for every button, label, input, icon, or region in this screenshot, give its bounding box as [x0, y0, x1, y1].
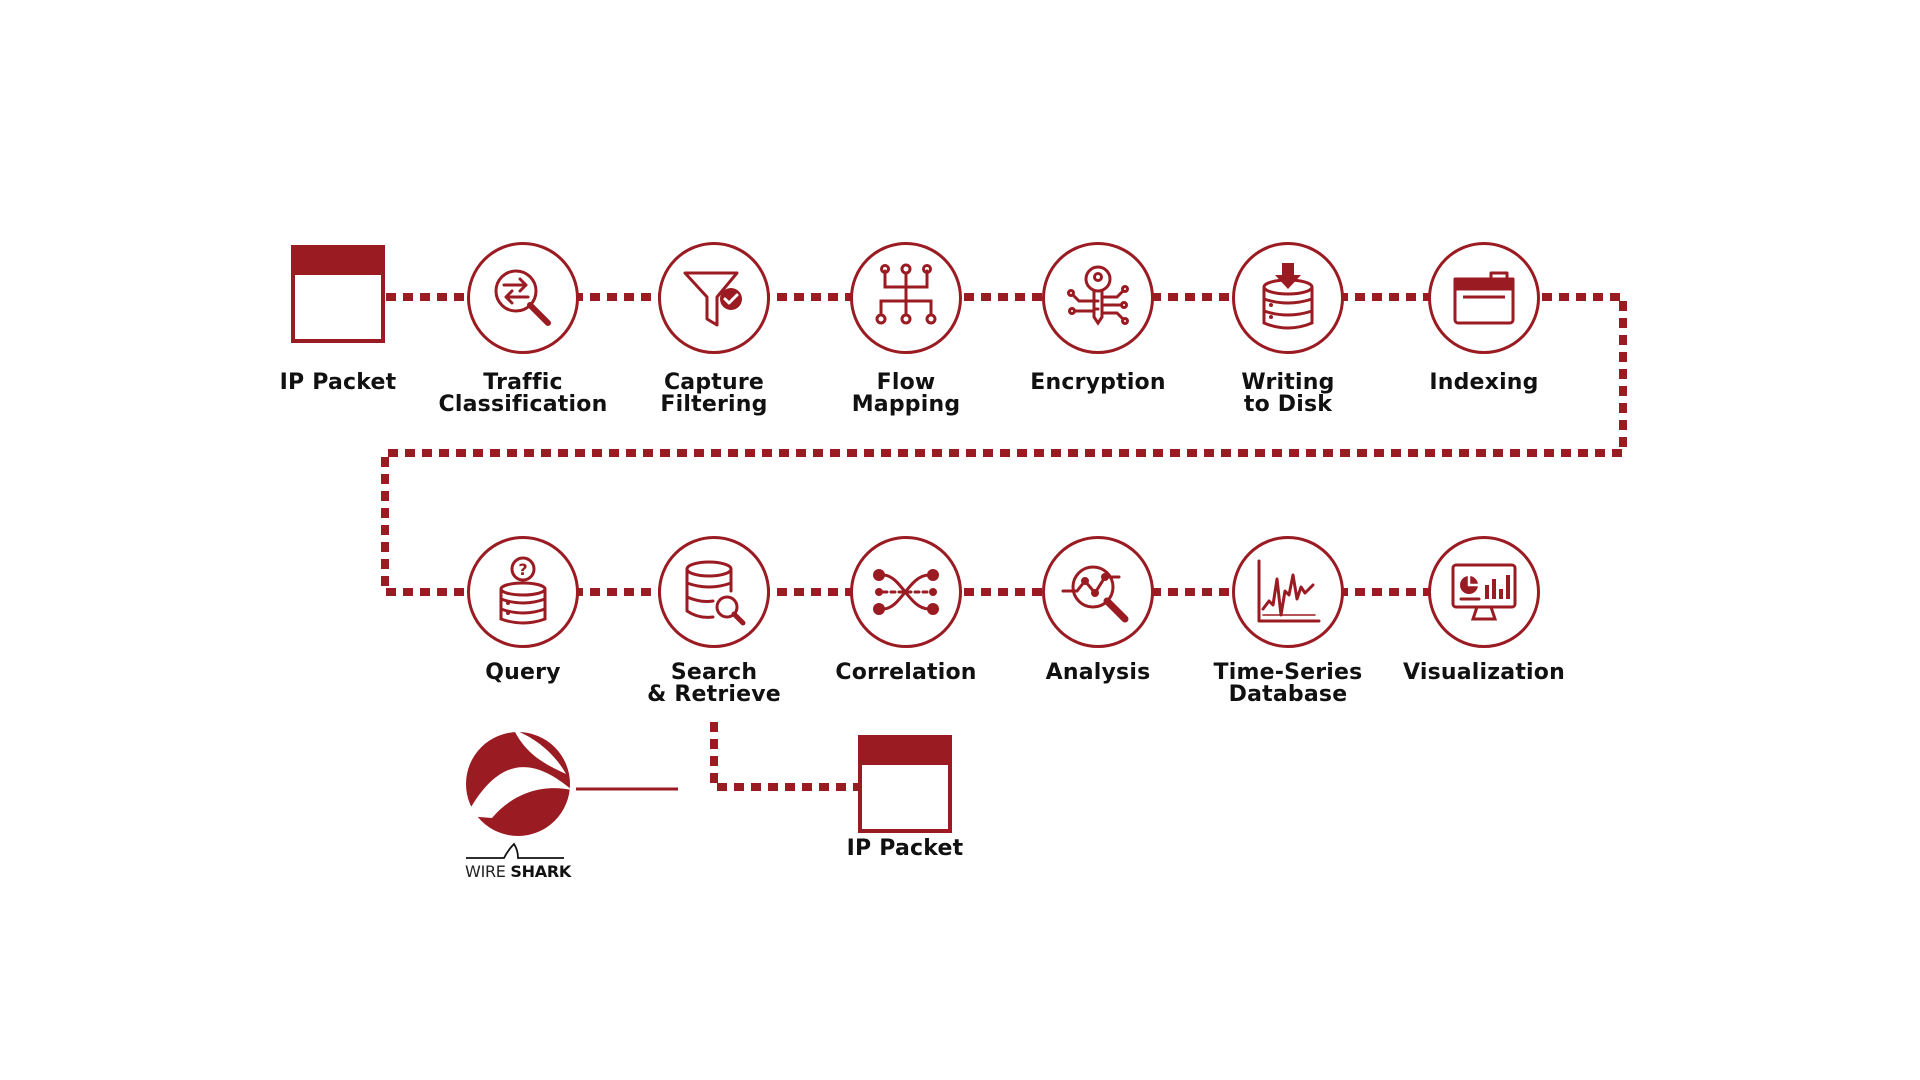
label-encryption: Encryption	[1030, 370, 1166, 395]
packet-header-bar	[295, 249, 381, 275]
label-visualization: Visualization	[1403, 660, 1565, 685]
ip-packet-start-label: IP Packet	[279, 370, 397, 395]
magnifier-chart-icon	[1061, 565, 1129, 623]
ip-packet-end	[858, 735, 952, 833]
node-traffic-classification	[467, 242, 579, 354]
wireshark-logo-icon	[466, 730, 572, 859]
label-query: Query	[485, 660, 561, 685]
ip-packet-end-label: IP Packet	[846, 836, 964, 861]
folder-icon	[1453, 271, 1515, 325]
ip-packet-start	[291, 245, 385, 343]
funnel-check-icon	[683, 271, 742, 327]
database-download-icon	[1262, 263, 1314, 330]
wireshark-wordmark: WIRE SHARK	[465, 862, 571, 881]
node-flow-mapping	[850, 242, 962, 354]
key-circuit-icon	[1067, 265, 1129, 326]
packet-header-bar	[862, 739, 948, 765]
line-chart-icon	[1257, 559, 1321, 623]
connector-row1	[381, 293, 1627, 596]
label-analysis: Analysis	[1045, 660, 1151, 685]
node-search-retrieve	[658, 536, 770, 648]
label-correlation: Correlation	[835, 660, 977, 685]
svg-text:?: ?	[518, 560, 527, 579]
database-question-icon: ?	[499, 556, 547, 625]
node-encryption	[1042, 242, 1154, 354]
label-search-retrieve: Search& Retrieve	[647, 660, 781, 707]
node-correlation	[850, 536, 962, 648]
magnifier-exchange-icon	[494, 269, 551, 326]
connector-search-to-packet	[710, 722, 860, 791]
node-indexing	[1428, 242, 1540, 354]
node-query: ?	[467, 536, 579, 648]
correlation-nodes-icon	[873, 569, 939, 615]
node-writing-to-disk	[1232, 242, 1344, 354]
node-capture-filtering	[658, 242, 770, 354]
flow-tree-icon	[875, 263, 937, 325]
node-analysis	[1042, 536, 1154, 648]
label-indexing: Indexing	[1429, 370, 1539, 395]
database-search-icon	[685, 560, 746, 626]
monitor-dashboard-icon	[1451, 563, 1517, 621]
node-visualization	[1428, 536, 1540, 648]
node-time-series-database	[1232, 536, 1344, 648]
